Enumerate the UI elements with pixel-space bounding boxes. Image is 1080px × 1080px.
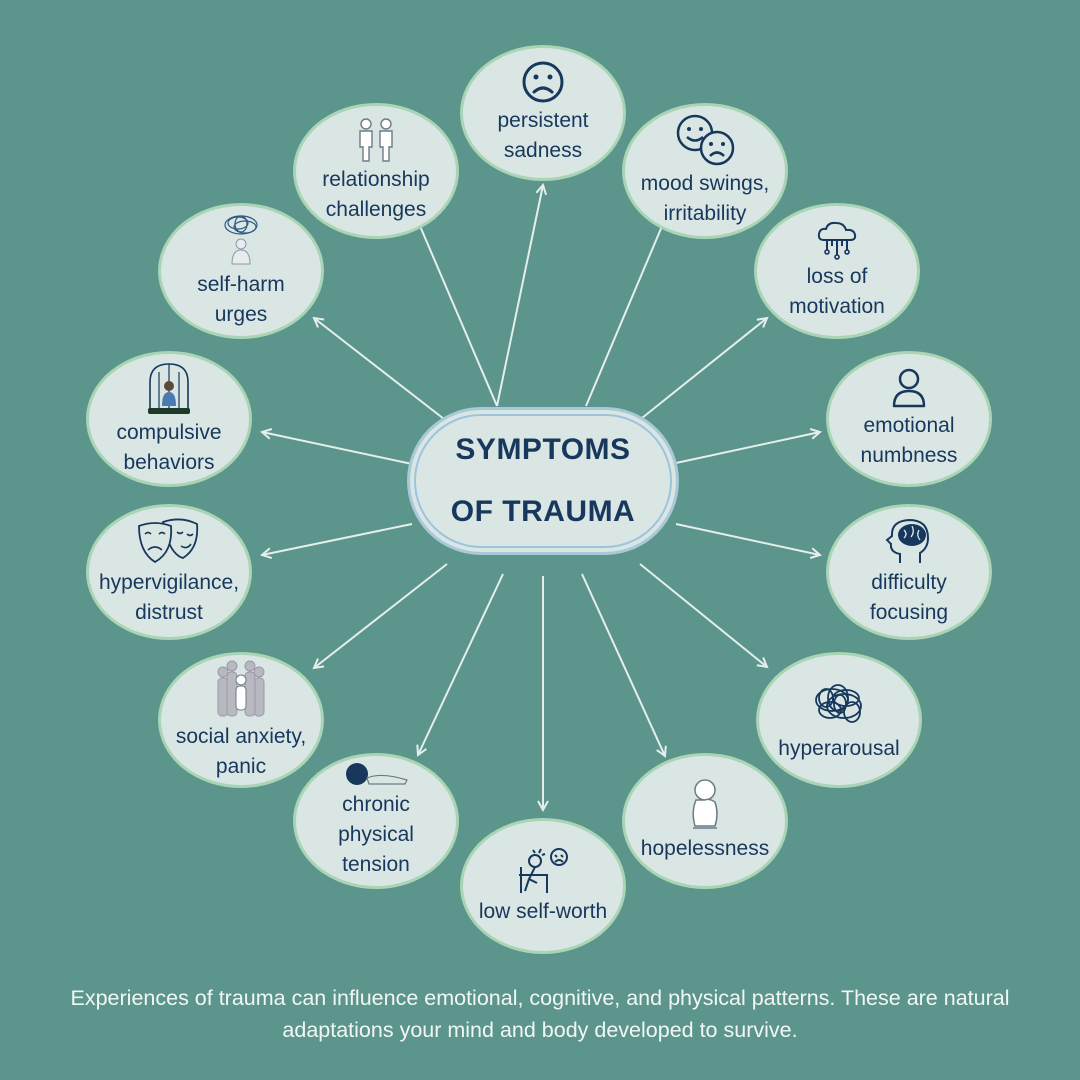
node-label: hopelessness	[640, 837, 770, 860]
node-persistent-sadness: persistent sadness	[460, 45, 626, 181]
node-label: relationship challenges	[322, 168, 430, 221]
node-self-harm-urges: self-harm urges	[158, 203, 324, 339]
center-title: SYMPTOMS OF TRAUMA	[450, 433, 636, 528]
node-compulsive-behaviors: compulsive behaviors	[86, 351, 252, 487]
connector-arrow	[414, 212, 498, 407]
node-label: loss of motivation	[789, 265, 885, 318]
node-loss-of-motivation: loss of motivation	[754, 203, 920, 339]
connector-arrow	[675, 432, 820, 464]
center-title-bubble: SYMPTOMS OF TRAUMA	[407, 407, 679, 555]
node-label: low self-worth	[478, 900, 608, 923]
node-difficulty-focusing: difficulty focusing	[826, 504, 992, 640]
crowd-icon	[217, 660, 265, 717]
node-hopelessness: hopelessness	[622, 753, 788, 889]
node-low-self-worth: low self-worth	[460, 818, 626, 954]
node-label: social anxiety, panic	[175, 725, 307, 778]
node-label: persistent sadness	[497, 109, 589, 162]
cloud-network-icon	[817, 221, 857, 260]
footer-caption: Experiences of trauma can influence emot…	[70, 986, 1010, 1042]
connector-arrow	[262, 432, 413, 465]
node-mood-swings: mood swings, irritability	[622, 103, 788, 239]
person-scribble-cloud-icon	[224, 215, 258, 265]
connector-arrow	[581, 573, 665, 756]
node-emotional-numbness: emotional numbness	[826, 351, 992, 487]
head-brain-icon	[885, 518, 930, 563]
node-chronic-physical-tension: chronic physical tension	[293, 753, 459, 889]
connector-arrow	[418, 573, 504, 755]
person-in-cage-icon	[148, 363, 190, 414]
connector-arrow	[314, 563, 448, 668]
node-label: emotional numbness	[860, 414, 958, 467]
happy-sad-faces-icon	[676, 114, 735, 166]
connector-arrow	[585, 212, 668, 407]
node-label: chronic physical tension	[338, 793, 414, 876]
node-label: self-harm urges	[197, 273, 285, 326]
node-hyperarousal: hyperarousal	[756, 652, 922, 788]
stressed-person-desk-icon	[519, 848, 568, 893]
node-label: hyperarousal	[778, 737, 900, 760]
connector-arrow	[314, 318, 445, 420]
two-people-icon	[359, 118, 393, 162]
connector-arrow	[262, 523, 413, 555]
node-hypervigilance: hypervigilance, distrust	[86, 504, 252, 640]
sad-face-icon	[522, 61, 564, 103]
theater-masks-icon	[138, 518, 199, 564]
sitting-person-icon	[692, 779, 718, 829]
node-label: compulsive behaviors	[116, 421, 222, 474]
connector-arrow	[496, 185, 543, 407]
lying-person-icon	[346, 763, 408, 785]
node-label: hypervigilance, distrust	[98, 571, 240, 624]
connector-arrow	[641, 318, 767, 419]
node-label: mood swings, irritability	[640, 172, 770, 225]
person-outline-icon	[892, 368, 926, 408]
node-social-anxiety: social anxiety, panic	[158, 652, 324, 788]
tangled-scribble-icon	[815, 684, 862, 723]
node-relationship-challenges: relationship challenges	[293, 103, 459, 239]
connector-arrow	[639, 563, 767, 667]
node-label: difficulty focusing	[869, 571, 949, 624]
connector-arrow	[675, 523, 820, 555]
